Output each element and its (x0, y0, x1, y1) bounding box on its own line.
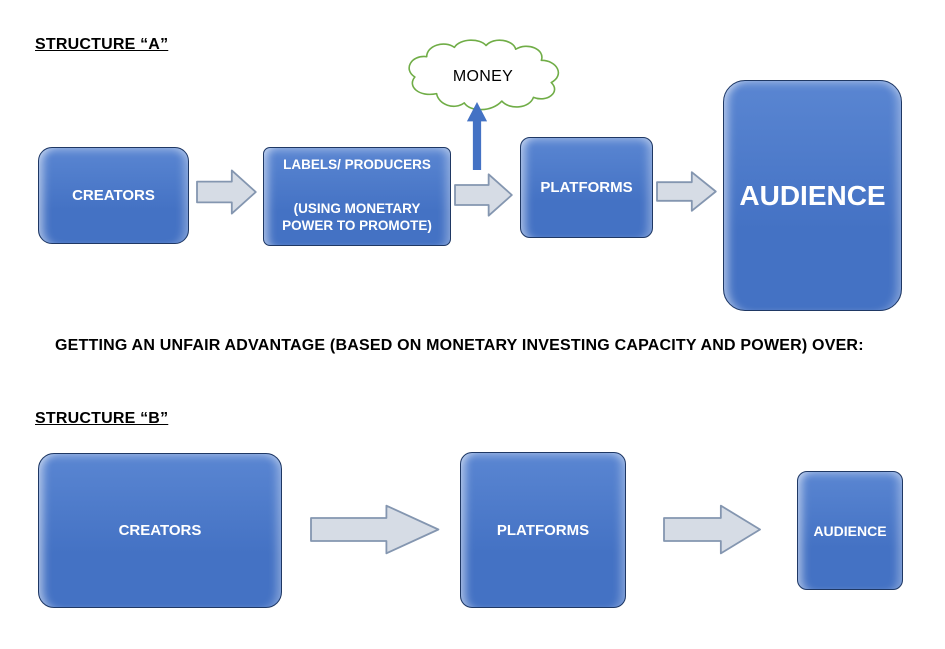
cloud-icon (403, 40, 571, 114)
money-label: MONEY (452, 68, 514, 85)
right-arrow-icon (311, 503, 441, 556)
creators-label-a: CREATORS (72, 187, 155, 204)
right-arrow-icon (197, 168, 257, 216)
up-arrow-icon (466, 102, 488, 170)
creators-label-b: CREATORS (118, 522, 202, 539)
platforms-box-b: PLATFORMS (460, 452, 626, 608)
audience-label-a: AUDIENCE (739, 179, 886, 211)
divider-text: GETTING AN UNFAIR ADVANTAGE (BASED ON MO… (55, 337, 864, 354)
money-cloud: MONEY (403, 40, 571, 114)
audience-box-a: AUDIENCE (723, 80, 902, 311)
audience-box-b: AUDIENCE (797, 471, 903, 590)
right-arrow-icon (455, 172, 513, 218)
creators-box-a: CREATORS (38, 147, 189, 244)
structure-b-heading: STRUCTURE “B” (35, 410, 169, 427)
platforms-label-b: PLATFORMS (496, 521, 590, 539)
labels-producers-line2: (USING MONETARY POWER TO PROMOTE) (282, 200, 432, 234)
structure-a-heading: STRUCTURE “A” (35, 36, 169, 53)
right-arrow-icon (664, 503, 762, 556)
audience-label-b: AUDIENCE (813, 522, 887, 539)
labels-producers-box: LABELS/ PRODUCERS (USING MONETARY POWER … (263, 147, 451, 246)
creators-box-b: CREATORS (38, 453, 282, 608)
labels-producers-line1: LABELS/ PRODUCERS (283, 157, 431, 172)
right-arrow-icon (657, 170, 717, 213)
platforms-label-a: PLATFORMS (540, 179, 633, 196)
platforms-box-a: PLATFORMS (520, 137, 653, 238)
